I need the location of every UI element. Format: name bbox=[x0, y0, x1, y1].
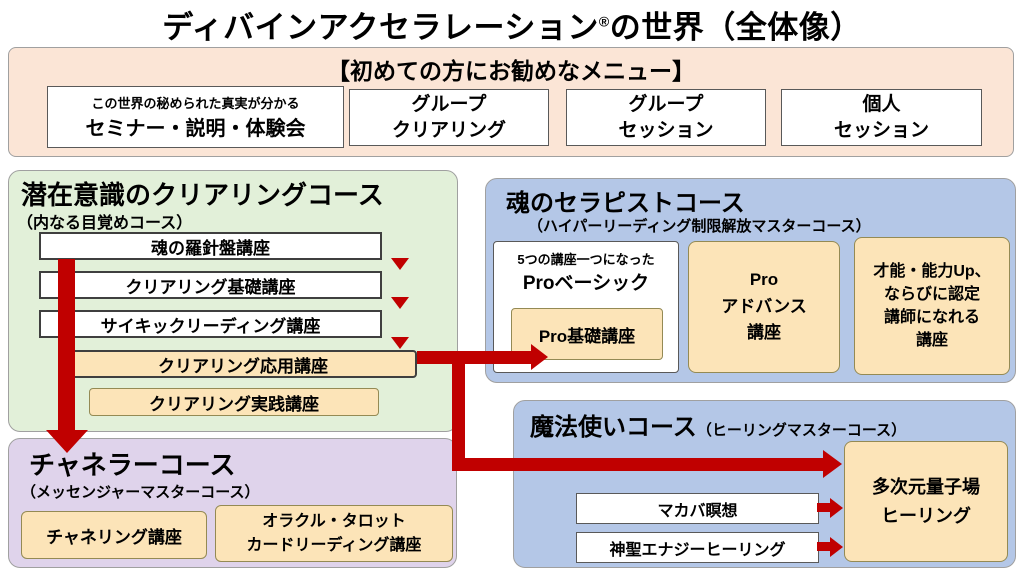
arrow-step1-to-step2-icon bbox=[391, 258, 409, 270]
course-box-multidimensional-healing: 多次元量子場 ヒーリング bbox=[844, 441, 1008, 562]
menu-item-seminar-note: この世界の秘められた真実が分かる bbox=[91, 96, 300, 111]
course-box-sacred-energy-healing: 神聖エナジーヒーリング bbox=[576, 532, 819, 563]
channeler-course-section: チャネラーコース （メッセンジャーマスターコース） チャネリング講座 オラクル・… bbox=[8, 438, 457, 568]
course-box-psychic-reading: サイキックリーディング講座 bbox=[39, 310, 382, 338]
menu-item-seminar: この世界の秘められた真実が分かる セミナー・説明・体験会 bbox=[47, 86, 344, 148]
channeler-course-title: チャネラーコース bbox=[29, 450, 236, 480]
menu-item-seminar-label: セミナー・説明・体験会 bbox=[85, 118, 306, 140]
page-title-text: ディバインアクセラレーション bbox=[162, 10, 599, 45]
page-title: ディバインアクセラレーション®の世界（全体像） bbox=[0, 2, 1024, 47]
course-box-clearing-basic: クリアリング基礎講座 bbox=[39, 271, 382, 299]
arrow-to-healing-head-icon bbox=[823, 450, 842, 478]
page-title-suffix: の世界（全体像） bbox=[609, 10, 862, 45]
arrow-to-channeler-head-icon bbox=[46, 430, 88, 453]
arrow-merkaba-to-healing-head-icon bbox=[830, 498, 843, 518]
therapist-course-title: 魂のセラピストコース bbox=[506, 190, 745, 217]
course-box-merkaba-meditation: マカバ瞑想 bbox=[576, 493, 819, 524]
course-box-channeling: チャネリング講座 bbox=[21, 511, 207, 559]
subconscious-course-subtitle: （内なる目覚めコース） bbox=[17, 215, 193, 232]
course-box-soul-compass: 魂の羅針盤講座 bbox=[39, 232, 382, 260]
menu-item-group-clearing: グループ クリアリング bbox=[349, 89, 549, 146]
arrow-connector-vertical bbox=[452, 351, 465, 465]
subconscious-clearing-course-section: 潜在意識のクリアリングコース （内なる目覚めコース） 魂の羅針盤講座 クリアリン… bbox=[8, 170, 458, 432]
wizard-course-subtitle: （ヒーリングマスターコース） bbox=[696, 422, 907, 439]
recommended-menu-section: 【初めての方にお勧めなメニュー】 この世界の秘められた真実が分かる セミナー・説… bbox=[8, 47, 1014, 157]
arrow-step3-to-applied-icon bbox=[391, 337, 409, 349]
wizard-course-title-row: 魔法使いコース（ヒーリングマスターコース） bbox=[530, 407, 906, 442]
pro-basic-box: 5つの講座一つになった Proベーシック Pro基礎講座 bbox=[493, 241, 679, 373]
soul-therapist-course-section: 魂のセラピストコース （ハイパーリーディング制限解放マスターコース） 5つの講座… bbox=[485, 178, 1016, 383]
course-box-clearing-practice: クリアリング実践講座 bbox=[89, 388, 379, 416]
course-box-pro-advance: Pro アドバンス 講座 bbox=[688, 241, 840, 373]
arrow-to-healing-shaft bbox=[452, 458, 823, 471]
registered-mark: ® bbox=[598, 13, 610, 30]
therapist-course-subtitle: （ハイパーリーディング制限解放マスターコース） bbox=[528, 218, 871, 235]
wizard-course-title: 魔法使いコース bbox=[530, 414, 697, 441]
channeler-course-subtitle: （メッセンジャーマスターコース） bbox=[21, 484, 260, 501]
wizard-course-section: 魔法使いコース（ヒーリングマスターコース） マカバ瞑想 神聖エナジーヒーリング … bbox=[513, 400, 1016, 568]
arrow-energy-to-healing-shaft bbox=[817, 542, 830, 551]
subconscious-course-title: 潜在意識のクリアリングコース bbox=[21, 180, 384, 210]
course-box-certified-instructor: 才能・能力Up、 ならびに認定 講師になれる 講座 bbox=[854, 237, 1010, 375]
course-box-clearing-applied: クリアリング応用講座 bbox=[69, 350, 417, 378]
arrow-step2-to-step3-icon bbox=[391, 297, 409, 309]
pro-basic-title: Proベーシック bbox=[522, 273, 650, 294]
pro-basic-note: 5つの講座一つになった bbox=[517, 252, 655, 267]
menu-item-group-session: グループ セッション bbox=[566, 89, 766, 146]
menu-item-personal-session: 個人 セッション bbox=[781, 89, 982, 146]
recommended-menu-title: 【初めての方にお勧めなメニュー】 bbox=[327, 58, 695, 84]
course-box-oracle-tarot: オラクル・タロット カードリーディング講座 bbox=[215, 505, 453, 562]
arrow-applied-to-therapist-head-icon bbox=[531, 344, 548, 370]
arrow-to-channeler-shaft bbox=[58, 259, 75, 430]
arrow-energy-to-healing-head-icon bbox=[830, 537, 843, 557]
arrow-merkaba-to-healing-shaft bbox=[817, 503, 830, 512]
arrow-applied-to-therapist-shaft bbox=[417, 351, 531, 364]
